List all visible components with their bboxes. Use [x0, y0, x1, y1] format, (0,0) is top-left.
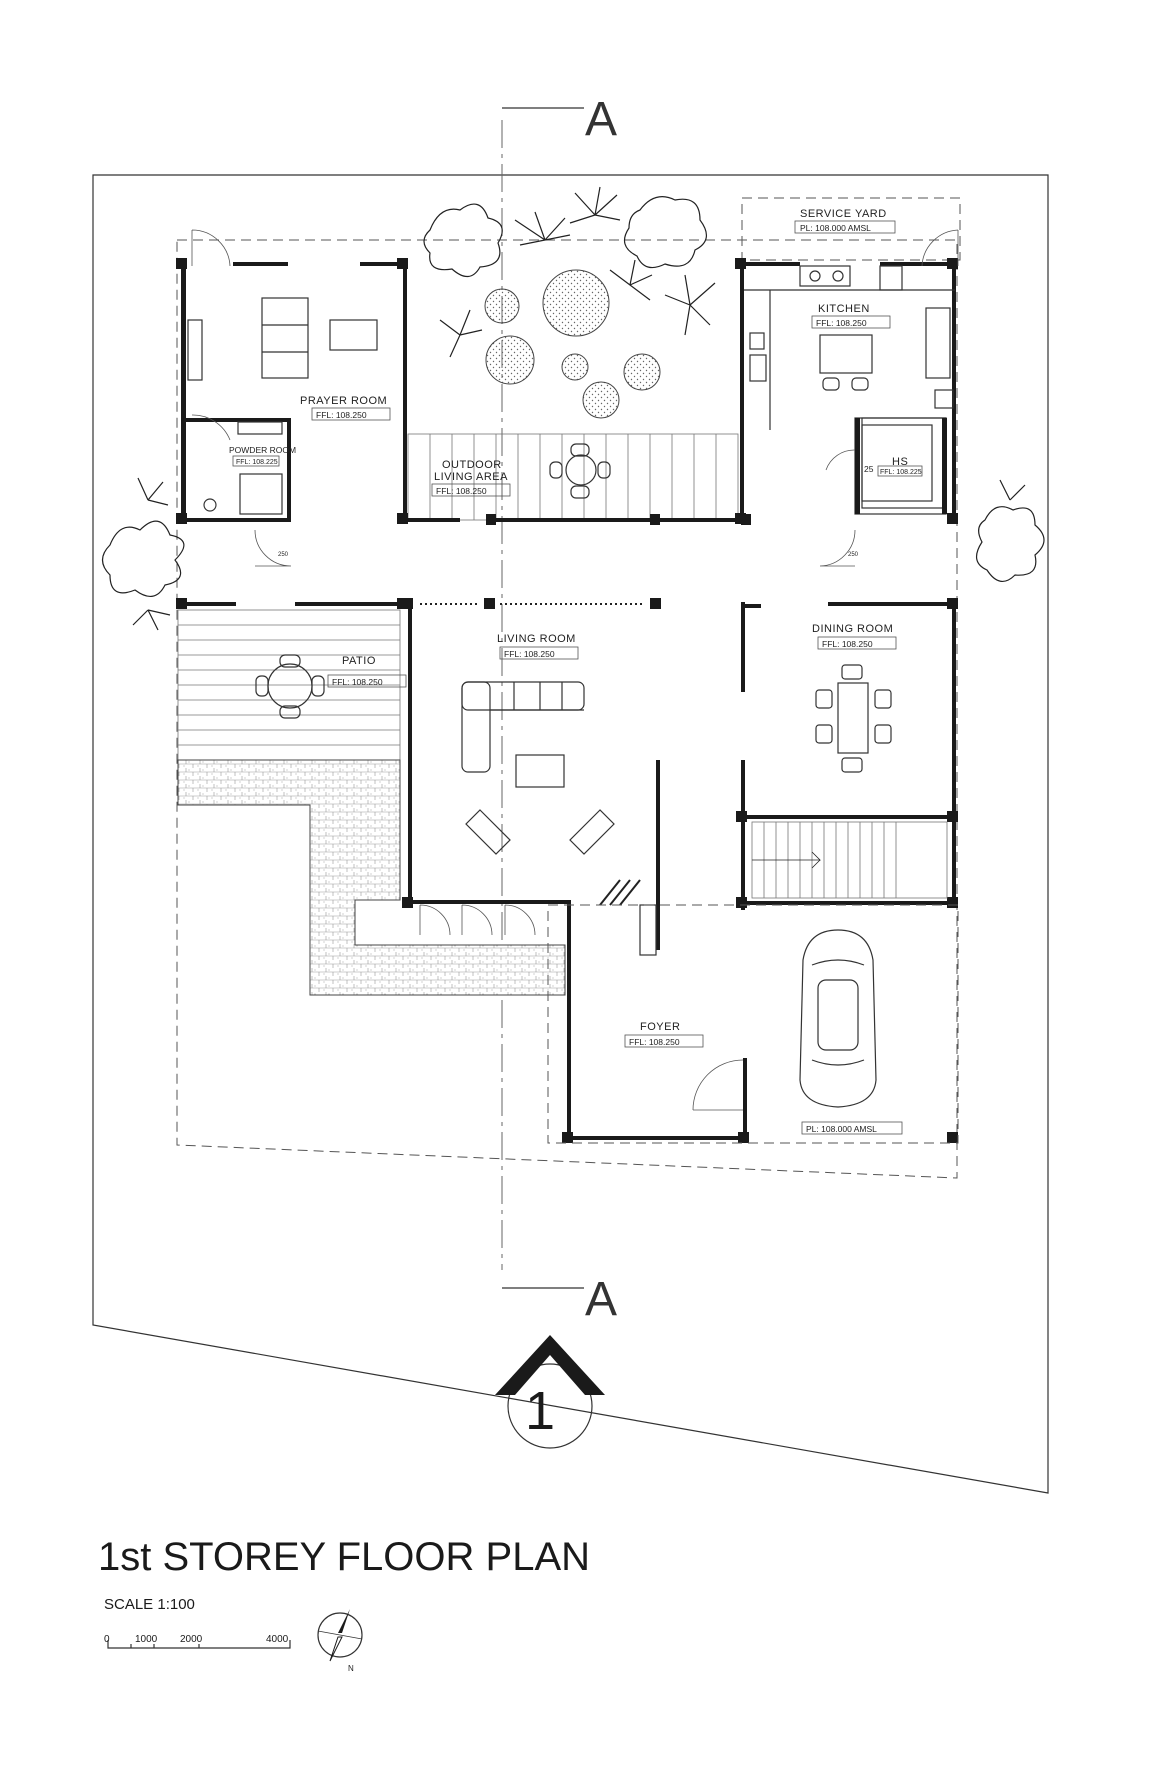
kitchen-walls	[735, 258, 958, 524]
dining-room-label: DINING ROOM	[812, 623, 893, 635]
patio-dining-set	[255, 654, 325, 719]
patio-level: FFL: 108.250	[332, 677, 383, 687]
garden-planters	[484, 269, 661, 419]
service-yard-outline	[741, 197, 961, 261]
door-swings	[191, 229, 959, 1111]
section-marker-top-label: A	[585, 93, 618, 146]
living-room-level: FFL: 108.250	[504, 649, 555, 659]
living-room-furniture	[461, 681, 657, 956]
scale-tick-0: 0	[104, 1634, 110, 1645]
prayer-room-level: FFL: 108.250	[316, 410, 367, 420]
powder-room-level: FFL: 108.225	[236, 459, 278, 466]
landscape-trees-top	[423, 186, 716, 358]
landscape-trees-sides	[101, 477, 1045, 631]
car-porch-outline	[547, 904, 959, 1144]
room-labels: SERVICE YARD PL: 108.000 AMSL KITCHEN FF…	[229, 208, 923, 1135]
hs-label: HS	[892, 456, 908, 468]
scale-tick-4000: 4000	[266, 1634, 289, 1645]
prayer-room-walls	[176, 258, 408, 524]
hs-level: FFL: 108.225	[880, 469, 922, 476]
prayer-room-furniture	[187, 297, 378, 515]
paved-walkway	[177, 759, 566, 996]
north-arrow-icon: N	[317, 1609, 363, 1673]
hs-note: 25	[864, 464, 874, 474]
outdoor-deck	[407, 433, 739, 521]
dining-set	[815, 664, 892, 773]
dining-room-level: FFL: 108.250	[822, 639, 873, 649]
foyer-level: FFL: 108.250	[629, 1037, 680, 1047]
car-porch-level: PL: 108.000 AMSL	[806, 1124, 877, 1134]
outdoor-dining-set	[549, 443, 611, 499]
living-room-label: LIVING ROOM	[497, 633, 576, 645]
drawing-scale: SCALE 1:100	[104, 1596, 195, 1613]
drawing-title: 1st STOREY FLOOR PLAN	[98, 1535, 591, 1579]
setback-line	[176, 239, 958, 1179]
outdoor-living-label-2: LIVING AREA	[434, 471, 508, 483]
main-house-walls	[176, 514, 958, 1143]
plan-number: 1	[525, 1381, 556, 1441]
outdoor-living-label-1: OUTDOOR	[442, 459, 502, 471]
staircase	[751, 821, 948, 899]
kitchen-label: KITCHEN	[818, 303, 870, 315]
service-yard-level: PL: 108.000 AMSL	[800, 223, 871, 233]
section-marker-bottom-label: A	[585, 1273, 618, 1326]
plan-marker	[495, 1335, 605, 1449]
door-note-left: 250	[278, 552, 289, 558]
scale-tick-2000: 2000	[180, 1634, 203, 1645]
kitchen-level: FFL: 108.250	[816, 318, 867, 328]
service-yard-label: SERVICE YARD	[800, 208, 887, 220]
outdoor-living-level: FFL: 108.250	[436, 486, 487, 496]
powder-room-label: POWDER ROOM	[229, 445, 296, 455]
patio-label: PATIO	[342, 655, 376, 667]
prayer-room-label: PRAYER ROOM	[300, 395, 387, 407]
door-note-right: 250	[848, 552, 859, 558]
foyer-label: FOYER	[640, 1021, 680, 1033]
hs-room	[825, 417, 947, 515]
north-label: N	[348, 1664, 354, 1673]
scale-tick-1000: 1000	[135, 1634, 158, 1645]
kitchen-fixtures	[744, 265, 955, 430]
scale-bar	[107, 1640, 291, 1649]
car-icon	[799, 929, 877, 1108]
site-boundary	[92, 174, 1049, 1494]
